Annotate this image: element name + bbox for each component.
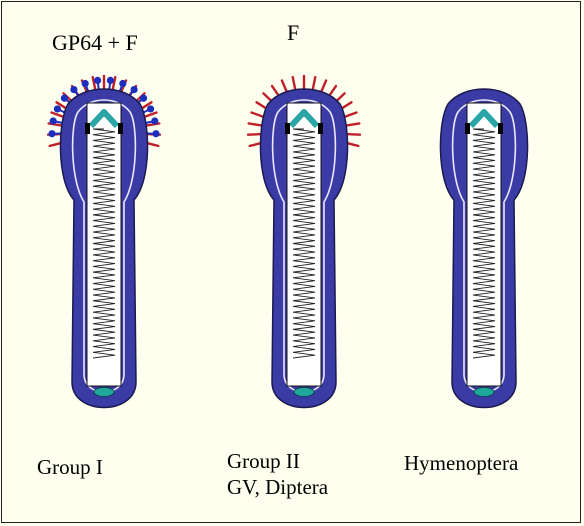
basal-structure	[294, 388, 314, 397]
basal-structure	[474, 388, 494, 397]
cap-left-end	[285, 123, 290, 134]
hymenoptera-virion	[414, 62, 554, 422]
group-ii-label-line-2: GV, Diptera	[227, 474, 328, 500]
gp64-knob	[130, 86, 137, 93]
gp64-knob	[151, 117, 158, 124]
group-ii-bottom-label: Group II GV, Diptera	[227, 448, 328, 500]
gp64-knob	[61, 95, 68, 102]
gp64-knob	[82, 80, 89, 87]
group-ii-label-line-1: Group II	[227, 448, 328, 474]
group-ii-top-label: F	[287, 20, 299, 46]
gp64-knob	[48, 130, 55, 137]
gp64-knob	[147, 105, 154, 112]
gp64-knob	[107, 77, 114, 84]
hymenoptera-label-line-1: Hymenoptera	[404, 450, 518, 476]
group-i-virion	[34, 62, 174, 422]
gp64-knob	[54, 105, 61, 112]
hymenoptera-bottom-label: Hymenoptera	[404, 450, 518, 476]
gp64-knob	[50, 117, 57, 124]
gp64-knob	[70, 86, 77, 93]
cap-right-end	[118, 123, 123, 134]
gp64-knob	[94, 77, 101, 84]
cap-left-end	[85, 123, 90, 134]
group-i-bottom-label: Group I	[37, 454, 103, 480]
gp64-knob	[119, 80, 126, 87]
cap-right-end	[498, 123, 503, 134]
cap-right-end	[318, 123, 323, 134]
gp64-knob	[152, 130, 159, 137]
group-i-label-line-1: Group I	[37, 454, 103, 480]
group-i-top-label: GP64 + F	[52, 30, 138, 56]
basal-structure	[94, 388, 114, 397]
group-ii-virion	[234, 62, 374, 422]
cap-left-end	[465, 123, 470, 134]
gp64-knob	[140, 95, 147, 102]
